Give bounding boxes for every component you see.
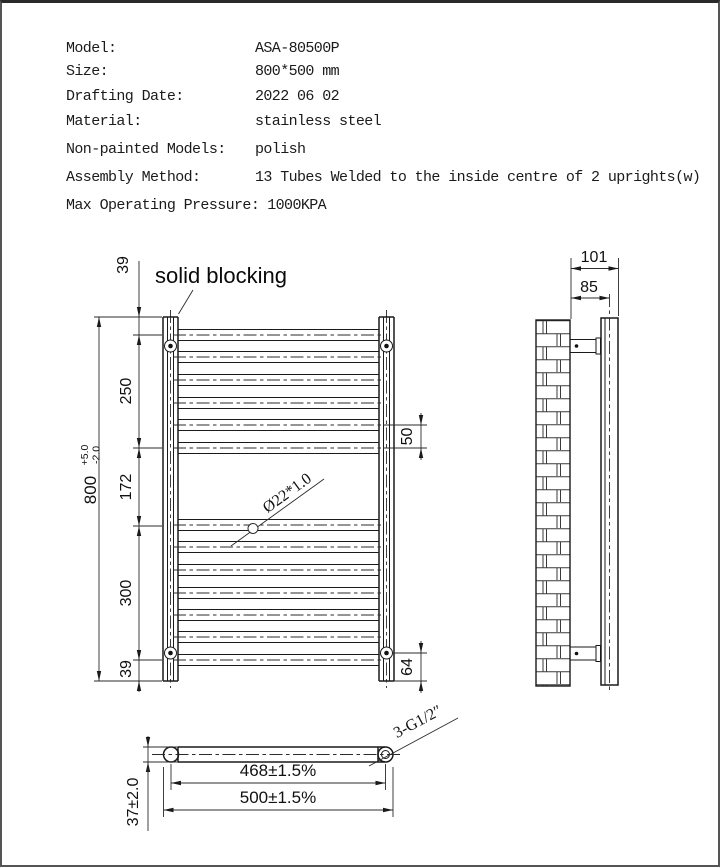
spec-value: 2022 06 02 [255, 88, 340, 105]
dim-64-label: 64 [399, 658, 416, 676]
solid-blocking-label: solid blocking [155, 263, 287, 288]
spec-row-size: Size: 800*500 mm [66, 63, 340, 80]
spec-row-drafting-date: Drafting Date: 2022 06 02 [66, 88, 340, 105]
front-extension-lines [94, 316, 427, 682]
dim-37-label: 37±2.0 [125, 777, 142, 826]
spec-label: Model: [66, 40, 117, 57]
left-upright [162, 310, 179, 688]
thread-leader-line [368, 717, 459, 767]
dim-500-label: 500±1.5% [240, 788, 316, 807]
side-view: 101 85 [535, 249, 619, 692]
tube-dia-marker-circle [247, 523, 259, 534]
dim-250-label: 250 [118, 378, 135, 405]
dim-172-label: 172 [118, 474, 135, 501]
brick-wall [535, 319, 571, 687]
dim-39-bottom-label: 39 [118, 660, 135, 678]
tube-dia-leader-line [230, 478, 325, 547]
spec-label: Drafting Date: [66, 88, 184, 105]
spec-value: ASA-80500P [255, 40, 340, 57]
side-upright [600, 294, 619, 692]
dim-50-label: 50 [399, 428, 416, 446]
spec-label: Size: [66, 63, 109, 80]
spec-row-material: Material: stainless steel [66, 113, 382, 130]
spec-value: 13 Tubes Welded to the inside centre of … [255, 169, 701, 186]
spec-row-pressure: Max Operating Pressure: 1000KPA [66, 197, 327, 214]
thread-label: 3-G1/2″ [391, 702, 445, 741]
dim-39-top-label: 39 [115, 256, 132, 274]
spec-label: Non-painted Models: [66, 141, 226, 158]
right-upright [378, 310, 395, 688]
bottom-view: 3-G1/2″ 37±2.0 468±1.5% [125, 702, 459, 831]
spec-value: stainless steel [255, 113, 382, 130]
spec-value: polish [255, 141, 306, 158]
dim-101-label: 101 [581, 249, 608, 266]
technical-drawing: solid blocking 800 +5.0 -2.0 [79, 249, 619, 831]
bottom-bar [152, 746, 401, 763]
spec-label: Max Operating Pressure: [66, 197, 260, 214]
wall-bracket-top [570, 337, 601, 355]
dim-85-label: 85 [580, 279, 598, 296]
tube-dia-label: Ø22*1.0 [260, 470, 315, 516]
wall-bracket-bottom [570, 645, 601, 662]
callout-leader-line [178, 289, 194, 315]
dim-800-tol-minus: -2.0 [91, 446, 103, 464]
spec-value: 1000KPA [267, 197, 327, 214]
spec-row-finish: Non-painted Models: polish [66, 141, 306, 158]
spec-row-model: Model: ASA-80500P [66, 40, 340, 57]
dim-800-tol-plus: +5.0 [79, 444, 91, 465]
dim-468-label: 468±1.5% [240, 761, 316, 780]
dim-300-label: 300 [118, 580, 135, 607]
spec-label: Assembly Method: [66, 169, 201, 186]
spec-value: 800*500 mm [255, 63, 340, 80]
spec-label: Material: [66, 113, 142, 130]
spec-row-assembly: Assembly Method: 13 Tubes Welded to the i… [66, 169, 701, 186]
front-view: solid blocking 800 +5.0 -2.0 [79, 256, 427, 693]
dim-800-label: 800 [81, 476, 100, 504]
